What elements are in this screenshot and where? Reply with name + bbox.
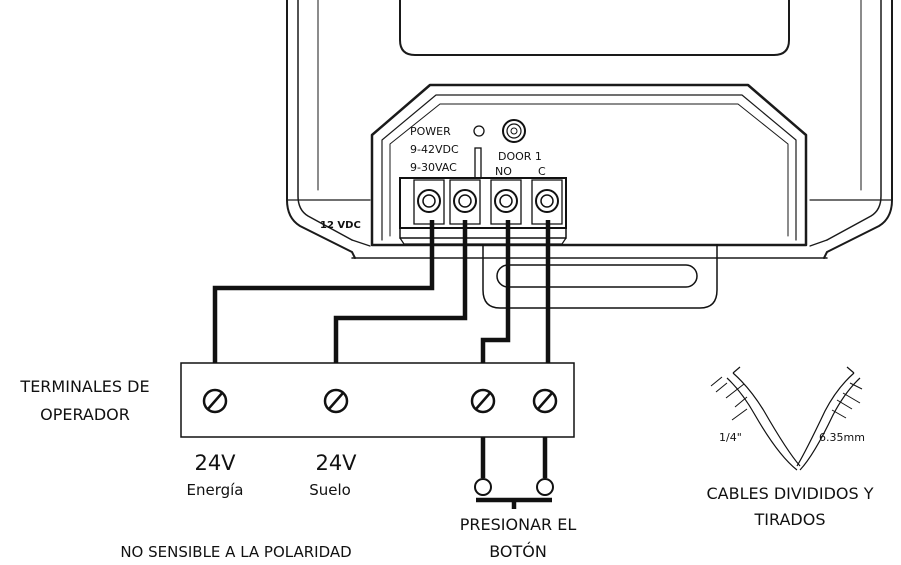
operator-screws bbox=[202, 388, 558, 414]
terminal1-name: Energía bbox=[187, 481, 244, 499]
operator-terminal-strip bbox=[180, 362, 575, 438]
terminal-screws bbox=[413, 179, 563, 225]
operator-screw-icon bbox=[202, 388, 228, 414]
terminal-screw bbox=[449, 179, 481, 225]
power-led-icon bbox=[473, 125, 485, 137]
terminal-screw bbox=[531, 179, 563, 225]
polarity-note: NO SENSIBLE A LA POLARIDAD bbox=[120, 543, 351, 561]
operator-title-line2: OPERADOR bbox=[40, 405, 130, 424]
operator-screw-icon bbox=[323, 388, 349, 414]
split-cable-icon bbox=[710, 366, 863, 471]
ac-label: 9-30VAC bbox=[410, 161, 457, 174]
power-label: POWER bbox=[410, 125, 451, 138]
svg-text:12 VDC: 12 VDC bbox=[320, 220, 361, 231]
c-label: C bbox=[538, 165, 546, 178]
push-button-icon bbox=[474, 478, 554, 509]
operator-screw-icon bbox=[532, 388, 558, 414]
operator-title-line1: TERMINALES DE bbox=[19, 377, 149, 396]
door-label: DOOR 1 bbox=[498, 150, 542, 163]
dc-label: 9-42VDC bbox=[410, 143, 459, 156]
operator-screw-icon bbox=[470, 388, 496, 414]
terminal2-name: Suelo bbox=[309, 481, 351, 499]
terminal-screw bbox=[413, 179, 445, 225]
terminal2-voltage: 24V bbox=[315, 451, 357, 475]
terminal-block bbox=[399, 177, 567, 245]
cables-label-line1: CABLES DIVIDIDOS Y bbox=[706, 484, 873, 503]
mounting-bracket bbox=[482, 244, 718, 309]
wire-power bbox=[212, 220, 435, 388]
wire-ground bbox=[333, 220, 468, 388]
button-label-line1: PRESIONAR EL bbox=[460, 515, 577, 534]
door-jack-icon bbox=[502, 119, 526, 143]
device-housing bbox=[286, 0, 893, 259]
cables-label-line2: TIRADOS bbox=[754, 510, 826, 529]
jumper-slot bbox=[474, 147, 482, 179]
no-label: NO bbox=[495, 165, 512, 178]
terminal1-voltage: 24V bbox=[194, 451, 236, 475]
button-label-line2: BOTÓN bbox=[489, 542, 547, 561]
terminal-screw bbox=[490, 179, 522, 225]
voltage-badge: 12 VDC bbox=[320, 220, 361, 231]
measure-mm-label: 6.35mm bbox=[819, 431, 865, 444]
measure-inch-label: 1/4" bbox=[719, 431, 742, 444]
